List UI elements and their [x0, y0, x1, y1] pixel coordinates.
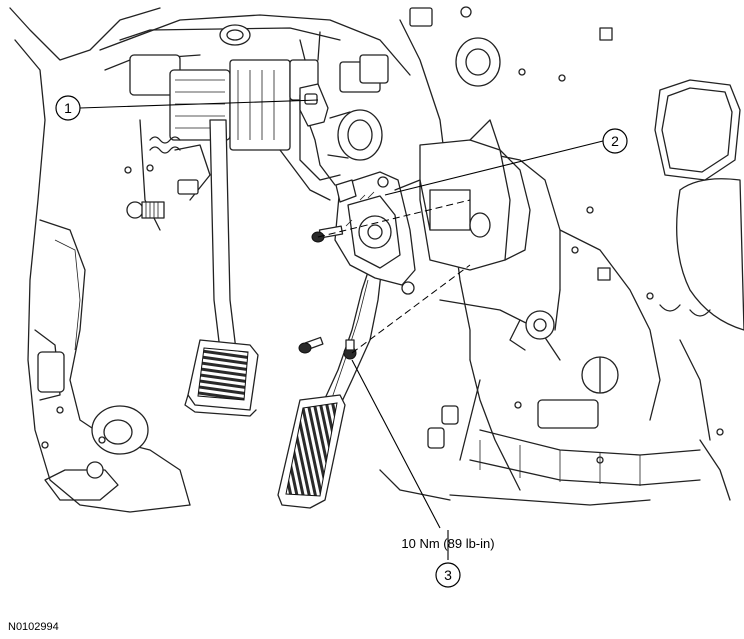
callout-2: 2	[384, 128, 628, 196]
figure-id-label: N0102994	[8, 621, 59, 633]
brake-pedal	[184, 119, 259, 417]
callout-2-label: 2	[611, 133, 619, 149]
accelerator-pedal	[277, 171, 431, 509]
vehicle-structure	[9, 6, 744, 513]
install-lines	[317, 199, 471, 354]
bolt-lower-right	[343, 339, 357, 360]
bolt-lower-left	[298, 336, 324, 354]
torque-spec-label: 10 Nm (89 lb-in)	[401, 536, 494, 551]
callout-3: 3	[351, 359, 461, 588]
callout-1-label: 1	[64, 100, 72, 116]
callout-3-label: 3	[444, 567, 452, 583]
electrical-connector	[299, 83, 336, 186]
callout-1: 1	[55, 95, 319, 121]
